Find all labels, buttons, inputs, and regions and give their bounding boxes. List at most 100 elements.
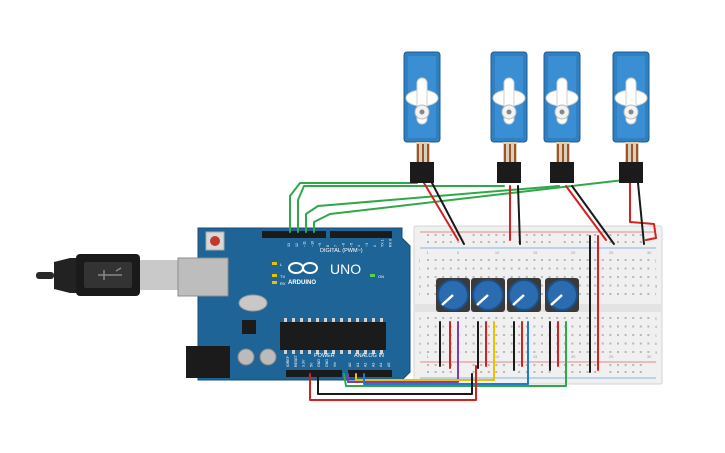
breadboard-hole	[609, 276, 612, 278]
breadboard-hole	[449, 371, 452, 373]
breadboard-hole	[586, 284, 589, 287]
breadboard-hole	[579, 364, 581, 366]
breadboard-hole	[480, 267, 483, 270]
servo-2[interactable]	[490, 51, 528, 183]
breadboard-hole	[487, 364, 490, 366]
breadboard-hole	[480, 241, 483, 243]
breadboard-hole	[518, 342, 521, 345]
pin-label: 7	[334, 245, 338, 247]
breadboard-hole	[525, 334, 528, 336]
breadboard-hole	[594, 284, 597, 287]
breadboard-hole	[563, 334, 566, 336]
breadboard-hole	[472, 342, 475, 345]
breadboard-hole	[465, 334, 467, 336]
breadboard-hole	[442, 276, 445, 278]
breadboard-hole	[609, 241, 612, 243]
breadboard-hole	[586, 317, 589, 319]
pin-label: A5	[387, 363, 391, 367]
breadboard-hole	[487, 241, 490, 243]
servo-4[interactable]	[612, 51, 650, 183]
wire-gnd-servo-2	[517, 185, 521, 245]
breadboard-hole	[525, 351, 528, 353]
breadboard-hole	[556, 276, 559, 278]
breadboard-hole	[594, 342, 597, 345]
breadboard-hole	[495, 241, 498, 243]
wires	[289, 179, 657, 401]
breadboard-hole	[647, 342, 650, 345]
breadboard-hole	[632, 241, 635, 243]
breadboard-row-letter: a	[655, 350, 658, 355]
servo-1[interactable]	[403, 51, 441, 183]
capacitor	[259, 348, 277, 366]
breadboard-hole	[571, 334, 574, 336]
pot-4[interactable]	[545, 278, 579, 312]
breadboard-hole	[647, 293, 650, 295]
pot-1[interactable]	[436, 278, 470, 312]
breadboard-row-letter: b	[419, 341, 422, 346]
breadboard-hole	[427, 284, 429, 287]
breadboard-hole	[617, 317, 619, 319]
breadboard-hole	[632, 267, 635, 270]
breadboard-hole	[579, 317, 581, 319]
breadboard-hole	[533, 259, 536, 261]
pin-label: Vin	[333, 362, 337, 367]
breadboard-hole	[465, 259, 467, 261]
breadboard-hole	[533, 241, 536, 243]
breadboard-column-number: 10	[495, 250, 500, 255]
breadboard-hole	[503, 234, 505, 236]
breadboard-hole	[465, 342, 467, 345]
breadboard-hole	[579, 284, 581, 287]
breadboard-hole	[525, 325, 528, 328]
breadboard-hole	[510, 334, 513, 336]
breadboard-hole	[563, 342, 566, 345]
breadboard-hole	[427, 325, 429, 328]
breadboard-hole	[647, 276, 650, 278]
breadboard-hole	[586, 276, 589, 278]
breadboard-hole	[518, 267, 521, 270]
breadboard-hole	[624, 325, 627, 328]
breadboard-hole	[594, 325, 597, 328]
breadboard-hole	[571, 371, 574, 373]
breadboard-hole	[533, 334, 536, 336]
breadboard-hole	[579, 267, 581, 270]
wire-a-green	[343, 373, 567, 387]
breadboard-hole	[594, 241, 597, 243]
breadboard-hole	[427, 267, 429, 270]
pin-label: TX 1	[381, 239, 385, 247]
breadboard-hole	[480, 342, 483, 345]
breadboard-hole	[465, 276, 467, 278]
breadboard-row-letter: f	[655, 292, 657, 297]
breadboard-hole	[465, 267, 467, 270]
pin-label: GND	[317, 359, 321, 367]
pin-label: A2	[364, 363, 368, 367]
breadboard-hole	[457, 317, 460, 319]
breadboard-row-letter: e	[419, 316, 422, 321]
pot-2[interactable]	[471, 278, 505, 312]
breadboard-hole	[639, 371, 642, 373]
breadboard-hole	[563, 351, 566, 353]
breadboard-hole	[586, 325, 589, 328]
breadboard-hole	[503, 267, 505, 270]
breadboard-hole	[647, 267, 650, 270]
breadboard-hole	[617, 259, 619, 261]
breadboard-hole	[617, 284, 619, 287]
pin-label: 5V	[309, 362, 313, 367]
breadboard-hole	[525, 276, 528, 278]
breadboard-hole	[563, 371, 566, 373]
servo-3[interactable]	[543, 51, 581, 183]
breadboard-hole	[632, 317, 635, 319]
breadboard-hole	[617, 334, 619, 336]
breadboard-column-number: 25	[609, 354, 614, 359]
breadboard-hole	[571, 351, 574, 353]
breadboard-hole	[579, 234, 581, 236]
wire-signal-servo-4	[313, 179, 625, 233]
breadboard-column-number: 1	[427, 250, 430, 255]
pot-3[interactable]	[507, 278, 541, 312]
breadboard-hole	[480, 325, 483, 328]
power-header	[286, 370, 342, 377]
breadboard-hole	[427, 334, 429, 336]
breadboard-row-letter: i	[655, 266, 656, 271]
breadboard-hole	[594, 293, 597, 295]
